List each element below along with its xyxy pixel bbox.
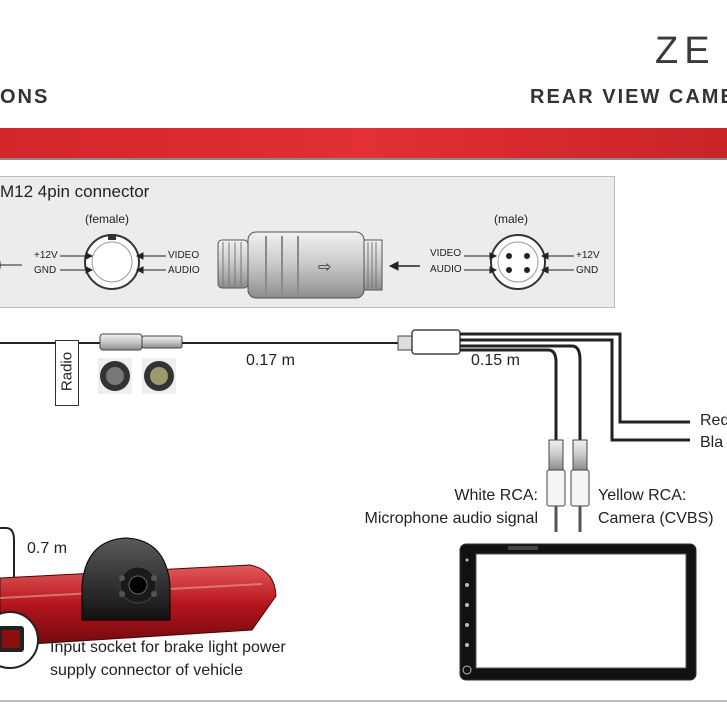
male-label: (male) xyxy=(494,212,529,226)
socket-caption-line2: supply connector of vehicle xyxy=(50,662,243,679)
m12-socket-photos xyxy=(98,358,176,394)
male-pin-arrows xyxy=(464,252,574,274)
white-rca-title: White RCA: xyxy=(454,487,538,504)
insert-arrow-icon: ⇨ xyxy=(318,257,331,276)
female-connector-face xyxy=(84,234,140,290)
male-pin-label-12v: +12V xyxy=(576,250,600,261)
cable-length-1: 0.17 m xyxy=(246,352,295,369)
white-rca-label: White RCA: Microphone audio signal xyxy=(330,484,538,530)
wire-black-label: Bla xyxy=(700,434,724,451)
footer-divider xyxy=(0,700,727,702)
male-pin-label-audio: AUDIO xyxy=(430,264,462,275)
connector-title: M12 4pin connector xyxy=(0,182,150,201)
brake-light-camera xyxy=(0,537,277,647)
male-pin-label-video: VIDEO xyxy=(430,248,462,259)
connector-insert-arrow xyxy=(388,261,420,271)
female-pin-label-12v: +12V xyxy=(34,250,58,261)
female-pin-label-gnd: GND xyxy=(34,265,57,276)
female-label: (female) xyxy=(85,212,130,226)
accent-bar xyxy=(0,128,727,158)
female-pin-label-audio: AUDIO xyxy=(168,265,200,276)
section-heading-left: ONS xyxy=(0,86,50,108)
brand-logo: ZE xyxy=(655,30,716,72)
section-heading-right: REAR VIEW CAME xyxy=(530,86,727,108)
accent-bar-edge xyxy=(0,158,727,160)
socket-caption-line1: Input socket for brake light power xyxy=(50,639,286,656)
yellow-rca-title: Yellow RCA: xyxy=(598,487,687,504)
male-pin-label-gnd: GND xyxy=(576,265,599,276)
cable-length-2: 0.15 m xyxy=(471,352,520,369)
socket-caption: Input socket for brake light power suppl… xyxy=(50,636,350,682)
wire-red-label: Red xyxy=(700,412,727,429)
female-pin-arrows xyxy=(0,252,166,274)
head-unit-monitor xyxy=(459,543,697,681)
rca-plugs xyxy=(546,439,590,532)
yellow-rca-desc: Camera (CVBS) xyxy=(598,510,714,527)
yellow-rca-label: Yellow RCA: Camera (CVBS) xyxy=(598,484,727,530)
radio-tag: Radio xyxy=(55,340,79,406)
male-connector-face xyxy=(490,234,546,290)
power-socket-detail xyxy=(0,611,39,669)
radio-label: Radio xyxy=(58,351,76,392)
main-cable xyxy=(0,329,461,358)
female-pin-label-video: VIDEO xyxy=(168,250,200,261)
white-rca-desc: Microphone audio signal xyxy=(364,510,538,527)
camera-cable xyxy=(0,527,15,588)
m12-connector-body xyxy=(217,231,383,299)
split-wires xyxy=(460,332,690,442)
cable-length-3: 0.7 m xyxy=(27,540,68,557)
